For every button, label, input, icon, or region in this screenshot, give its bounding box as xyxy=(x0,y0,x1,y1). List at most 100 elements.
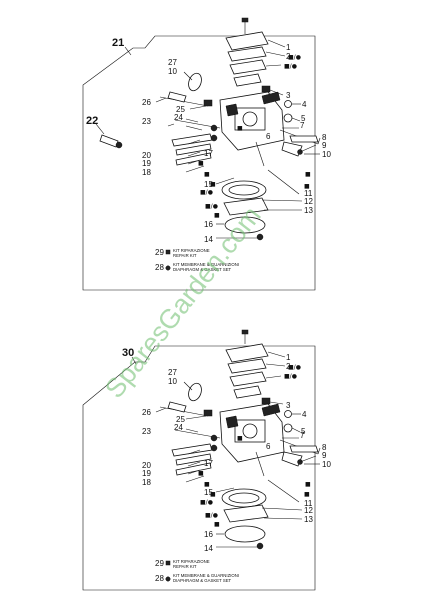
label-4: 4 xyxy=(302,100,307,109)
kit-29-number: 29 xyxy=(155,248,164,257)
label-3: 3 xyxy=(286,401,291,410)
markers: ■/● ■/● ■ ■ ■ ■ ■/● ■/● ■ ■ ■ xyxy=(198,364,311,528)
label-27: 27 xyxy=(168,368,177,377)
label-19: 19 xyxy=(142,469,151,478)
svg-text:■: ■ xyxy=(198,470,204,477)
label-2: 2 xyxy=(286,362,291,371)
kit-legend: 29 KIT RIPARAZIONE REPAIR KIT 28 KIT MEM… xyxy=(155,559,239,583)
label-22: 22 xyxy=(86,115,98,127)
svg-text:■: ■ xyxy=(237,435,243,442)
carburetor-diagram-bottom: 30 xyxy=(82,329,331,591)
label-16: 16 xyxy=(204,530,213,539)
label-12: 12 xyxy=(304,506,313,515)
label-18: 18 xyxy=(142,478,151,487)
svg-text:■/●: ■/● xyxy=(200,189,213,196)
label-23: 23 xyxy=(142,117,151,126)
watermark-text: SparesGarden.com xyxy=(99,201,267,404)
carburetor-body xyxy=(219,403,285,463)
svg-text:■/●: ■/● xyxy=(288,364,301,371)
svg-text:■/●: ■/● xyxy=(284,373,297,380)
svg-text:■: ■ xyxy=(305,171,311,178)
label-9: 9 xyxy=(322,451,327,460)
label-25: 25 xyxy=(176,105,185,114)
pump-lever xyxy=(279,100,319,157)
svg-text:■/●: ■/● xyxy=(205,512,218,519)
label-5: 5 xyxy=(301,114,306,123)
label-14: 14 xyxy=(204,544,213,553)
kit-28-line1: KIT MEMBRANE & GUARNIZIONI xyxy=(173,262,239,267)
svg-text:■: ■ xyxy=(237,125,243,132)
label-8: 8 xyxy=(322,443,327,452)
label-25: 25 xyxy=(176,415,185,424)
label-5: 5 xyxy=(301,427,306,436)
kit-28-line2: DIAPHRAGM & GASKET SET xyxy=(173,267,232,272)
label-10b: 10 xyxy=(168,67,177,76)
label-15: 15 xyxy=(204,488,213,497)
svg-text:■: ■ xyxy=(198,160,204,167)
svg-text:■: ■ xyxy=(204,171,210,178)
label-12: 12 xyxy=(304,197,313,206)
svg-text:■: ■ xyxy=(304,183,310,190)
label-1: 1 xyxy=(286,43,291,52)
svg-text:■: ■ xyxy=(204,481,210,488)
svg-text:■: ■ xyxy=(210,491,216,498)
label-7: 7 xyxy=(300,431,305,440)
part-labels: 1 2 3 4 5 6 7 8 9 10 11 12 13 14 15 16 1… xyxy=(142,353,331,553)
label-14: 14 xyxy=(204,235,213,244)
cover-stack xyxy=(225,329,271,405)
label-10b: 10 xyxy=(168,377,177,386)
label-10: 10 xyxy=(322,460,331,469)
label-20: 20 xyxy=(142,151,151,160)
kit-29-line1: KIT RIPARAZIONE xyxy=(173,559,210,564)
leader-lines xyxy=(155,351,321,548)
svg-text:■: ■ xyxy=(305,481,311,488)
label-18: 18 xyxy=(142,168,151,177)
cover-stack xyxy=(225,17,271,93)
label-3: 3 xyxy=(286,91,291,100)
kit-29-line2: REPAIR KIT xyxy=(173,253,197,258)
label-20: 20 xyxy=(142,461,151,470)
pump-lever xyxy=(279,410,319,467)
markers: ■/● ■/● ■ ■ ■ ■ ■/● ■/● ■ ■ ■ xyxy=(198,54,311,219)
label-11: 11 xyxy=(304,189,313,198)
lever-assembly xyxy=(159,382,221,476)
label-23: 23 xyxy=(142,427,151,436)
diaphragm-stack xyxy=(221,141,269,241)
svg-text:■: ■ xyxy=(210,181,216,188)
label-9: 9 xyxy=(322,141,327,150)
part-labels: 1 2 3 4 5 6 7 8 9 10 11 12 13 14 15 16 1… xyxy=(86,43,331,244)
label-19: 19 xyxy=(142,159,151,168)
part-22-screw xyxy=(99,134,123,149)
svg-text:■/●: ■/● xyxy=(200,499,213,506)
label-11: 11 xyxy=(304,499,313,508)
kit-28-line1: KIT MEMBRANE & GUARNIZIONI xyxy=(173,573,239,578)
label-8: 8 xyxy=(322,133,327,142)
label-27: 27 xyxy=(168,58,177,67)
label-24: 24 xyxy=(174,423,183,432)
label-7: 7 xyxy=(300,121,305,130)
kit-28-number: 28 xyxy=(155,263,164,272)
svg-text:■/●: ■/● xyxy=(284,63,297,70)
svg-text:■: ■ xyxy=(304,491,310,498)
carburetor-body xyxy=(219,91,285,151)
label-26: 26 xyxy=(142,98,151,107)
label-15: 15 xyxy=(204,180,213,189)
diaphragm-stack xyxy=(221,451,269,550)
label-13: 13 xyxy=(304,206,313,215)
diagram-frame xyxy=(82,35,316,291)
label-24: 24 xyxy=(174,113,183,122)
label-6: 6 xyxy=(266,442,271,451)
kit-29-number: 29 xyxy=(155,559,164,568)
label-1: 1 xyxy=(286,353,291,362)
kit-28-line2: DIAPHRAGM & GASKET SET xyxy=(173,578,232,583)
label-6: 6 xyxy=(266,132,271,141)
label-4: 4 xyxy=(302,410,307,419)
svg-text:■/●: ■/● xyxy=(288,54,301,61)
label-13: 13 xyxy=(304,515,313,524)
label-16: 16 xyxy=(204,220,213,229)
diagram-frame xyxy=(82,345,316,591)
leader-lines xyxy=(95,39,321,239)
label-26: 26 xyxy=(142,408,151,417)
kit-29-line2: REPAIR KIT xyxy=(173,564,197,569)
